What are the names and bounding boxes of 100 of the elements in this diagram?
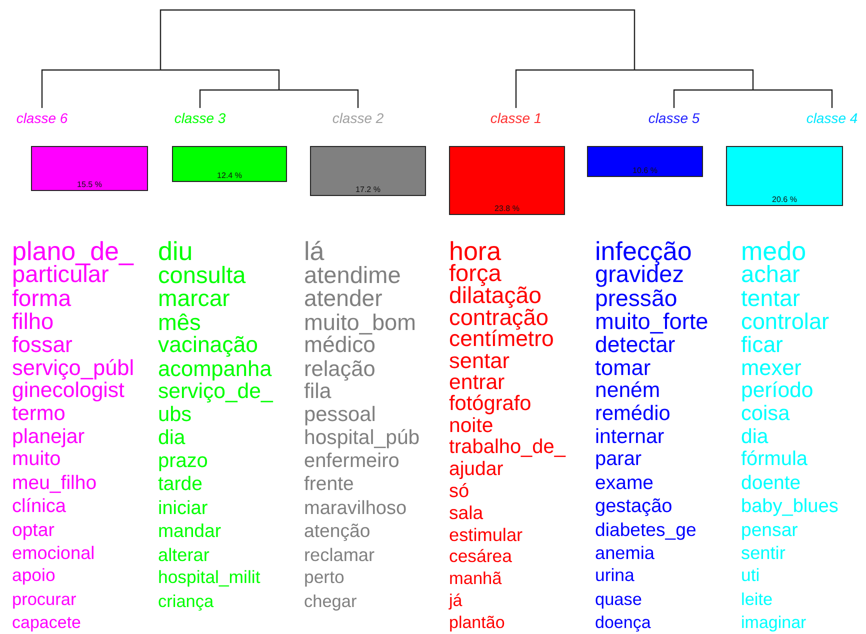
word-label: tentar — [741, 286, 800, 310]
word-label: muito_forte — [595, 310, 708, 333]
word-label: reclamar — [304, 546, 375, 564]
word-label: marcar — [158, 287, 230, 310]
word-label: tomar — [595, 356, 651, 379]
word-label: sala — [449, 504, 484, 523]
word-label: mês — [158, 310, 201, 334]
word-label: achar — [741, 263, 800, 287]
word-label: filho — [12, 310, 54, 333]
word-label: frente — [304, 475, 354, 494]
word-label: medo — [741, 238, 806, 264]
word-label: dia — [158, 428, 186, 448]
word-label: quase — [595, 590, 642, 608]
percentage-label: 17.2 % — [354, 185, 382, 194]
word-label: fórmula — [741, 450, 808, 470]
word-label: capacete — [12, 614, 81, 631]
word-label: atenção — [304, 522, 370, 541]
word-label: vacinação — [158, 334, 258, 356]
word-label: leite — [741, 590, 773, 608]
word-label: urina — [595, 567, 634, 585]
percentage-label: 12.4 % — [216, 171, 243, 180]
word-label: gestação — [595, 497, 672, 516]
word-label: pessoal — [304, 404, 376, 426]
word-label: forma — [12, 286, 72, 310]
word-label: atender — [304, 287, 382, 310]
word-label: lá — [304, 238, 324, 264]
word-label: fotógrafo — [449, 394, 532, 415]
word-label: plantão — [449, 614, 505, 631]
word-label: planejar — [12, 427, 85, 448]
word-label: prazo — [158, 452, 208, 472]
word-label: perto — [304, 569, 344, 587]
percentage-label: 23.8 % — [494, 204, 520, 213]
word-label: período — [741, 380, 814, 402]
word-label: procurar — [12, 590, 76, 608]
word-label: clínica — [12, 497, 66, 516]
word-label: já — [449, 592, 462, 609]
word-label: ubs — [158, 404, 192, 426]
class-label: classe 5 — [648, 110, 700, 126]
word-label: sentir — [741, 544, 786, 562]
word-label: hospital_púb — [304, 428, 420, 448]
word-label: pressão — [595, 286, 678, 310]
word-label: fila — [304, 381, 332, 402]
word-label: dia — [741, 427, 768, 448]
word-label: hora — [449, 238, 502, 264]
word-label: maravilhoso — [304, 498, 407, 518]
word-label: doença — [595, 614, 651, 631]
word-label: coisa — [741, 404, 790, 424]
word-label: criança — [158, 592, 214, 610]
class-label: classe 6 — [16, 110, 68, 126]
word-label: muito_bom — [304, 310, 416, 334]
word-label: muito — [12, 450, 61, 470]
word-label: anemia — [595, 544, 654, 562]
word-label: chegar — [304, 592, 357, 610]
word-label: ajudar — [449, 460, 504, 480]
word-label: termo — [12, 404, 66, 424]
word-label: consulta — [158, 264, 246, 288]
word-label: noite — [449, 416, 494, 436]
word-label: ginecologist — [12, 380, 124, 402]
word-label: força — [449, 262, 502, 286]
word-label: meu_filho — [12, 474, 97, 494]
word-label: infecção — [595, 238, 692, 264]
word-label: neném — [595, 380, 660, 402]
percentage-label: 20.6 % — [771, 195, 798, 204]
class-label: classe 4 — [806, 110, 858, 126]
word-label: iniciar — [158, 498, 208, 518]
word-label: médico — [304, 334, 376, 356]
word-label: centímetro — [449, 328, 554, 350]
word-label: mandar — [158, 522, 222, 541]
word-label: plano_de_ — [12, 238, 134, 264]
word-label: pensar — [741, 520, 798, 540]
percentage-label: 15.5 % — [76, 180, 103, 189]
word-label: internar — [595, 427, 664, 448]
word-label: fossar — [12, 334, 72, 356]
word-label: enfermeiro — [304, 452, 400, 472]
word-label: hospital_milit — [158, 569, 260, 587]
word-label: entrar — [449, 372, 505, 394]
class-label: classe 3 — [174, 110, 226, 126]
class-label: classe 2 — [332, 110, 384, 126]
word-label: diabetes_ge — [595, 520, 696, 540]
class-label: classe 1 — [490, 110, 542, 126]
word-label: estimular — [449, 526, 523, 544]
word-label: detectar — [595, 334, 676, 356]
word-label: acompanha — [158, 358, 272, 380]
word-label: sentar — [449, 350, 510, 372]
word-label: alterar — [158, 546, 210, 564]
word-label: uti — [741, 567, 760, 585]
word-label: manhã — [449, 570, 502, 588]
word-label: trabalho_de_ — [449, 438, 566, 458]
word-label: doente — [741, 474, 801, 494]
word-label: imaginar — [741, 614, 806, 631]
word-label: atendime — [304, 264, 401, 288]
word-label: parar — [595, 450, 642, 470]
word-label: relação — [304, 358, 376, 380]
word-label: só — [449, 482, 470, 502]
word-label: optar — [12, 520, 54, 540]
word-label: baby_blues — [741, 497, 838, 516]
word-label: remédio — [595, 404, 670, 424]
word-label: serviço_públ — [12, 356, 134, 379]
word-label: ficar — [741, 334, 783, 356]
word-label: emocional — [12, 544, 95, 562]
